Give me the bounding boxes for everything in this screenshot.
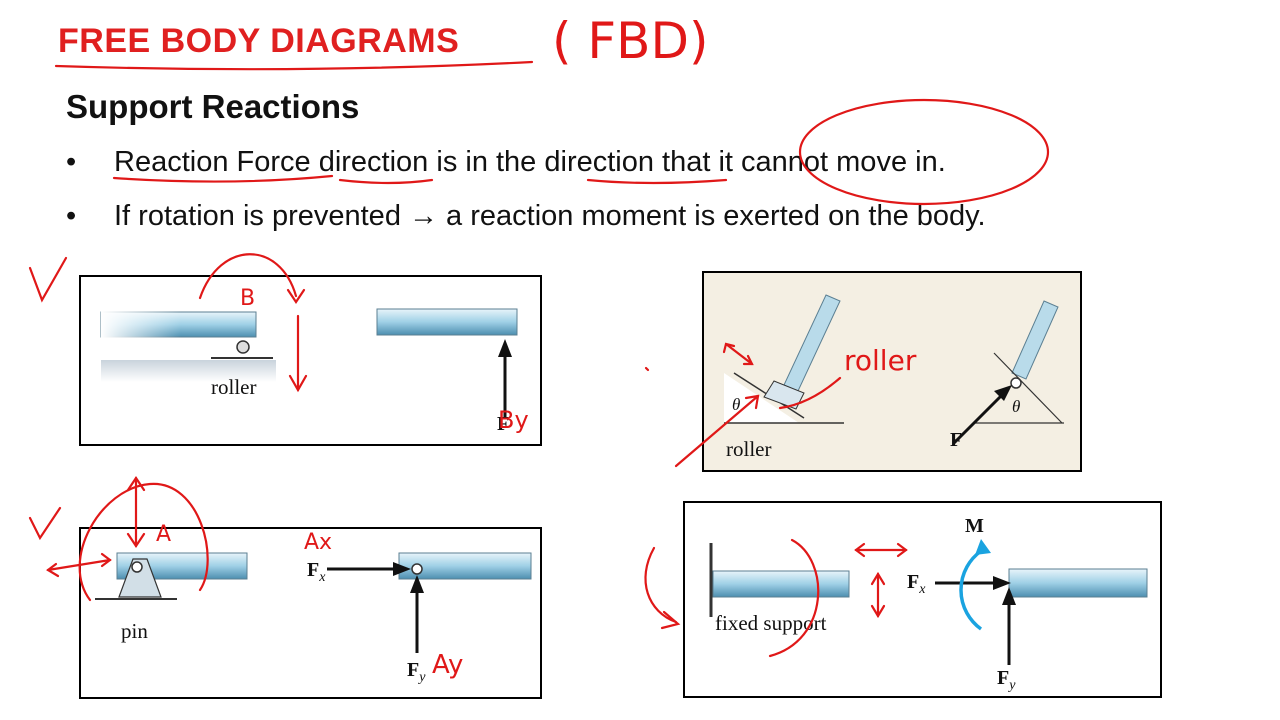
force-fy-label: Fy <box>407 659 426 685</box>
check-mark-2 <box>28 506 62 541</box>
force-fy-label: Fy <box>997 667 1016 693</box>
pin-drawing <box>95 552 532 653</box>
roller-label: roller <box>211 375 257 399</box>
angle-theta-label: θ <box>732 395 741 414</box>
figure-fixed-support: fixed support M Fx Fy <box>683 501 1162 698</box>
check-mark-1 <box>28 256 68 303</box>
force-f-label: F <box>497 413 510 435</box>
figure-pin-support: pin Fx Fy <box>79 527 542 699</box>
bullet-text: If rotation is prevented → a reaction mo… <box>114 200 986 232</box>
moment-m-label: M <box>965 515 984 537</box>
fixed-rotation-arc-right <box>768 538 820 658</box>
bullet-text: Reaction Force direction is in the direc… <box>114 146 946 178</box>
point-a-annotation: A <box>156 522 172 547</box>
fixed-support-drawing <box>709 539 1148 665</box>
point-b-annotation: B <box>240 286 256 311</box>
slide-subtitle: Support Reactions <box>66 88 360 125</box>
by-annotation: By <box>498 406 529 434</box>
circle-pin-arc <box>78 482 209 602</box>
figure-roller-horizontal: roller F <box>79 275 542 446</box>
force-f-label: F <box>950 429 963 451</box>
fixed-rotation-arc-left <box>644 546 678 624</box>
bullet-marker: • <box>66 200 77 232</box>
title-underline <box>54 60 534 71</box>
circle-cannot-move <box>798 98 1050 206</box>
underline-direction-1 <box>338 178 434 185</box>
bullet-reaction-moment: • If rotation is prevented → a reaction m… <box>66 200 986 233</box>
figure-roller-inclined: roller θ θ F <box>702 271 1082 472</box>
angle-theta-label: θ <box>1012 397 1021 416</box>
roller-inclined-drawing <box>724 294 1064 445</box>
roller-horizontal-drawing <box>100 307 518 417</box>
stray-mark <box>644 366 650 372</box>
ay-annotation: Ay <box>432 650 464 680</box>
fbd-annotation: ( FBD) <box>552 12 709 70</box>
force-fx-label: Fx <box>907 571 926 597</box>
arrow-arc-b <box>198 253 298 300</box>
fixed-support-label: fixed support <box>715 611 827 635</box>
pin-label: pin <box>121 619 148 643</box>
slide-title: FREE BODY DIAGRAMS <box>58 22 460 60</box>
underline-direction-2 <box>586 178 728 185</box>
bullet-reaction-force: • Reaction Force direction is in the dire… <box>66 146 946 179</box>
force-fx-label: Fx <box>307 559 326 585</box>
underline-reaction-force <box>112 174 334 183</box>
roller-note-pointer <box>778 376 842 410</box>
roller-label: roller <box>726 437 772 461</box>
bullet-marker: • <box>66 146 77 178</box>
ax-annotation: Ax <box>304 530 333 555</box>
roller-annotation: roller <box>844 344 917 377</box>
